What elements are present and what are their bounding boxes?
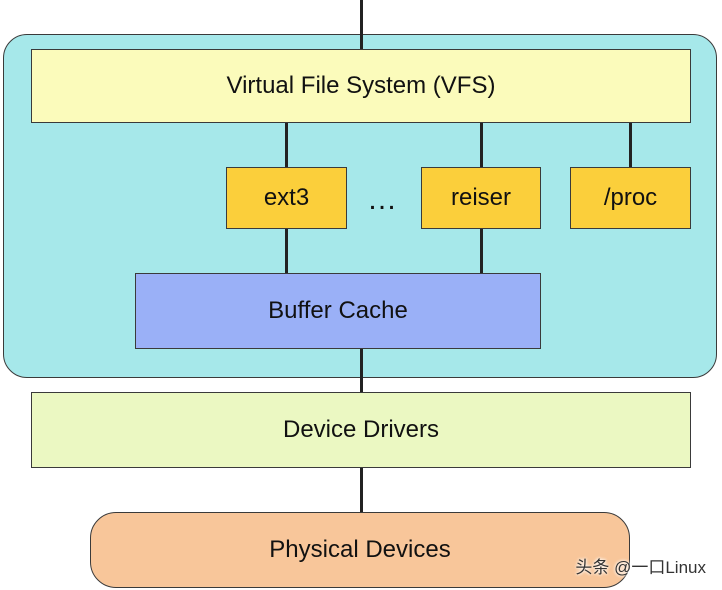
filesystem-reiser-box: reiser [421, 167, 541, 229]
connector-vfs-ext3 [285, 123, 288, 167]
connector-reiser-buffer [480, 229, 483, 273]
physical-devices-label: Physical Devices [269, 536, 451, 563]
connector-ext3-buffer [285, 229, 288, 273]
vfs-label: Virtual File System (VFS) [226, 72, 496, 99]
filesystem-ellipsis: … [367, 183, 399, 216]
buffer-cache-label: Buffer Cache [268, 297, 408, 324]
connector-buffer-drivers [360, 349, 363, 392]
buffer-cache-box: Buffer Cache [135, 273, 541, 349]
connector-vfs-reiser [480, 123, 483, 167]
watermark: 头条 @一口Linux [575, 558, 706, 577]
connector-top [360, 0, 363, 49]
device-drivers-label: Device Drivers [282, 416, 440, 443]
vfs-box: Virtual File System (VFS) [31, 49, 691, 123]
filesystem-proc-label: /proc [603, 184, 658, 211]
physical-devices-box: Physical Devices [90, 512, 630, 588]
filesystem-proc-box: /proc [570, 167, 691, 229]
connector-drivers-physical [360, 468, 363, 512]
device-drivers-box: Device Drivers [31, 392, 691, 468]
filesystem-ext3-label: ext3 [263, 184, 310, 211]
connector-vfs-proc [629, 123, 632, 167]
filesystem-ext3-box: ext3 [226, 167, 347, 229]
filesystem-reiser-label: reiser [450, 184, 511, 211]
